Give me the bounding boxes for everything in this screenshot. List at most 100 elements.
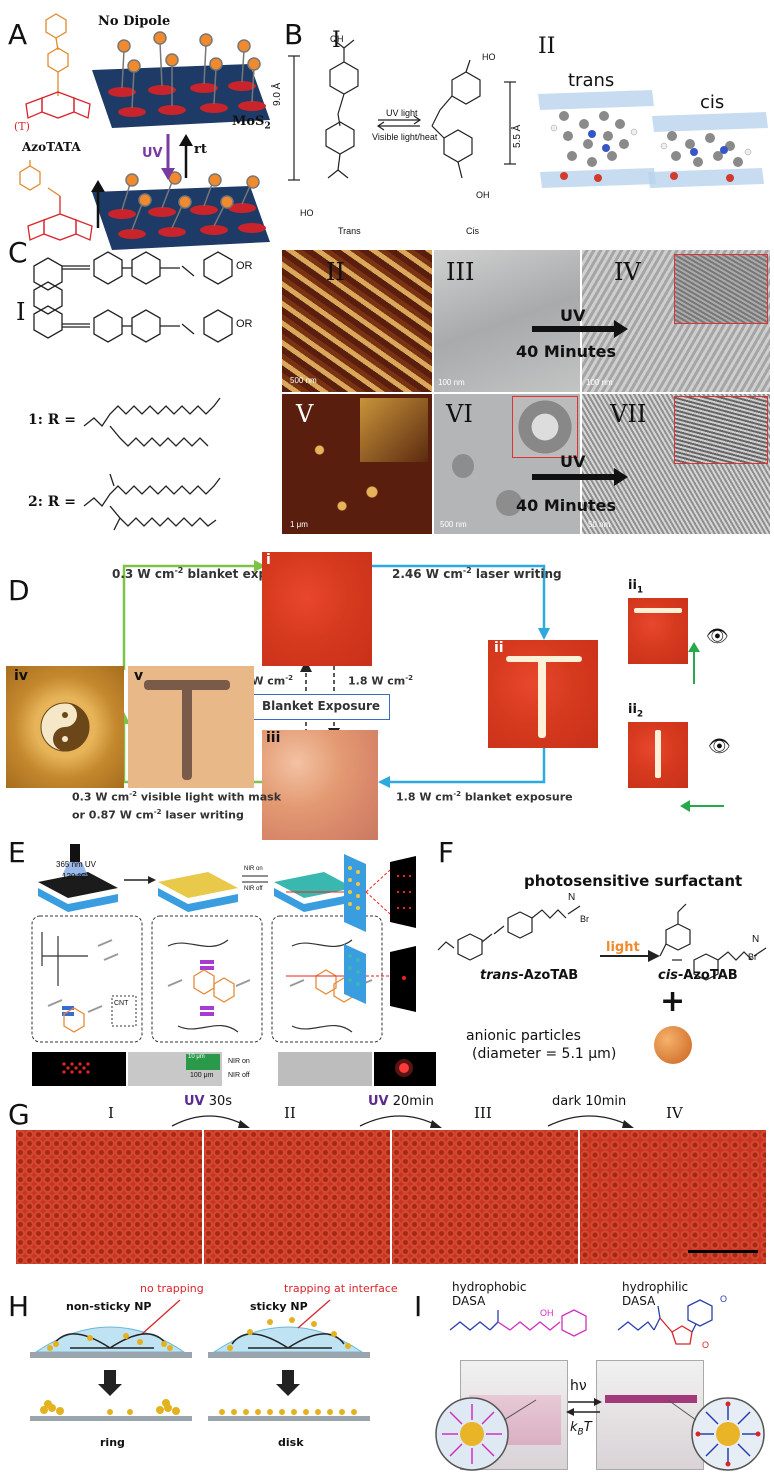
panel-a-figure	[19, 13, 270, 250]
e-temp-text: 120 °C	[62, 872, 87, 881]
d-image-ii1-box	[628, 598, 688, 664]
r1-label: 1: R =	[28, 412, 77, 428]
d-bottom-left-text-2: or 0.87 W cm-2 laser writing	[72, 808, 244, 822]
d-label-ii: ii	[494, 640, 504, 656]
azotata-molecule-top	[45, 13, 69, 96]
i-o-ring: O	[702, 1340, 710, 1350]
blanket-exposure-box: Blanket Exposure	[252, 694, 390, 720]
h-sticky: sticky NP	[250, 1300, 308, 1313]
e-nir-on-bottom: NIR on	[228, 1058, 250, 1065]
panel-f-label: F	[438, 836, 455, 869]
e-cnt-label: CNT	[114, 1000, 129, 1007]
d-image-iv	[6, 666, 124, 788]
yin-yang-icon	[40, 702, 90, 752]
dipole-arrow-icon	[91, 180, 105, 192]
afm-image-v	[282, 394, 432, 534]
sem-image-iv	[582, 250, 770, 392]
trans-word: trans	[568, 70, 615, 91]
g-roman-ii: II	[284, 1104, 296, 1122]
g-roman-iii: III	[474, 1104, 492, 1122]
sem-image-vi	[434, 394, 580, 534]
panel-c-molecule	[33, 251, 233, 531]
h-trapping: trapping at interface	[284, 1282, 398, 1295]
panel-b-roman-i: I	[332, 28, 341, 53]
cis-word: cis	[700, 92, 725, 113]
i-hydrophilic: hydrophilic	[622, 1280, 689, 1294]
d-label-ii2: ii2	[628, 702, 644, 720]
h-nonsticky: non-sticky NP	[66, 1300, 152, 1313]
e-nir-off-bottom: NIR off	[228, 1072, 250, 1079]
i-hv: hν	[570, 1378, 587, 1394]
f-cis-name: cis-AzoTAB	[658, 968, 738, 983]
arrow-head-c-bottom-icon	[614, 468, 628, 486]
no-dipole-text: No Dipole	[98, 14, 171, 29]
uv-light-text: UV light	[386, 108, 418, 118]
d-image-ii2	[628, 722, 688, 788]
azotata-number: (T)	[14, 120, 30, 133]
cis-caption: Cis	[466, 226, 479, 236]
panel-c-roman-i: I	[16, 298, 26, 326]
g-image-iv	[580, 1130, 766, 1264]
eye-icon-bottom: 👁	[708, 736, 731, 757]
azotata-name: AzoTATA	[22, 140, 81, 154]
panel-h-label: H	[8, 1290, 30, 1323]
cooh-cis-ho: HO	[482, 52, 496, 62]
or-bottom: OR	[236, 318, 253, 330]
d-image-ii	[488, 640, 598, 748]
i-kbt: kBT	[570, 1420, 592, 1438]
rt-arrow-up-icon	[179, 134, 193, 146]
g-roman-i: I	[108, 1104, 114, 1122]
time-label-c-bottom: 40 Minutes	[516, 496, 617, 515]
uv-arrow-c-bottom	[532, 474, 618, 480]
rt-label: rt	[194, 142, 207, 157]
d-image-iii	[262, 730, 378, 840]
r2-label: 2: R =	[28, 494, 77, 510]
g-step1: UV 30s	[184, 1094, 233, 1109]
scale-bar-iii: 100 nm	[438, 378, 465, 387]
panel-g-label: G	[8, 1098, 30, 1131]
d-label-i: i	[266, 552, 271, 568]
panel-c-roman-iv: IV	[614, 258, 641, 286]
uv-label: UV	[142, 146, 163, 161]
g-image-iii	[392, 1130, 578, 1264]
panel-e-scheme	[31, 844, 436, 1086]
panel-c-label: C	[8, 236, 28, 269]
scale-bar-ii: 500 nm	[290, 376, 317, 385]
g-roman-iv: IV	[666, 1104, 683, 1122]
i-equilibrium-arrows-icon	[566, 1398, 602, 1416]
panel-e-diffraction	[286, 854, 416, 1012]
h-no-trapping: no trapping	[140, 1282, 204, 1295]
azotata-molecule-bottom	[19, 160, 61, 197]
e-nir-on-top: NIR on	[244, 866, 263, 872]
f-br-cis: Br	[748, 952, 757, 962]
d-right-flux: 1.8 W cm-2	[348, 674, 414, 688]
arrow-head-c-top-icon	[614, 320, 628, 338]
g-step2: UV 20min	[368, 1094, 434, 1109]
f-diameter-text: (diameter = 5.1 μm)	[472, 1046, 617, 1062]
anionic-particle-icon	[654, 1026, 692, 1064]
panel-c-roman-vii: VII	[610, 400, 647, 428]
d-image-v	[128, 666, 254, 788]
cis-distance: 5.5 Å	[512, 124, 523, 148]
cooh-cis-oh: OH	[476, 190, 490, 200]
red-discs-bottom	[108, 203, 266, 239]
scale-bar-vi: 500 nm	[440, 520, 467, 529]
scale-bar-vii: 50 nm	[588, 520, 611, 529]
or-top: OR	[236, 260, 253, 272]
h-disk-label: disk	[278, 1436, 304, 1449]
uv-label-c-bottom: UV	[560, 452, 586, 471]
f-light-label: light	[606, 940, 640, 955]
panel-i-label: I	[414, 1290, 423, 1323]
f-trans-name: trans-AzoTAB	[480, 968, 579, 983]
f-title: photosensitive surfactant	[524, 872, 743, 890]
i-hydrophobic: hydrophobic	[452, 1280, 527, 1294]
trans-caption: Trans	[338, 226, 361, 236]
f-n-trans: N	[568, 892, 576, 903]
i-vial-right	[596, 1360, 704, 1470]
scale-bar-iv: 100 nm	[586, 378, 613, 387]
mos2-text: MoS2	[232, 114, 271, 132]
h-arrow-down-left-icon	[98, 1370, 122, 1396]
i-nanoparticle-circles	[435, 1397, 765, 1471]
trans-distance: 9.0 Å	[272, 82, 283, 106]
h-arrow-down-right-icon	[276, 1370, 300, 1396]
